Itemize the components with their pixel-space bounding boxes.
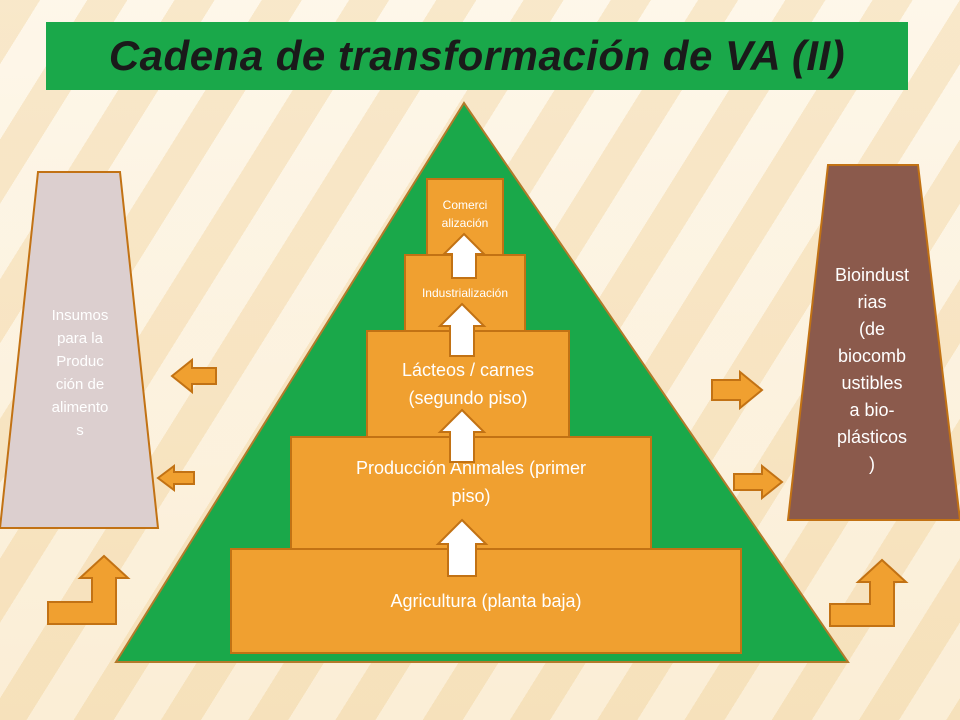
arrow-right-icon bbox=[711, 369, 764, 411]
arrow-up-outline-icon bbox=[437, 408, 487, 463]
label-line: ción de bbox=[55, 376, 105, 393]
arrow-up-outline-icon bbox=[441, 232, 487, 279]
arrow-up-outline-icon bbox=[435, 518, 489, 577]
right-panel-shape bbox=[786, 164, 960, 521]
left-panel-label: Insumos para la Produc ción de alimento … bbox=[30, 304, 130, 442]
label-line: Insumos bbox=[51, 307, 109, 324]
label-line: ustibles bbox=[841, 373, 903, 393]
tier-label: Agricultura (planta baja) bbox=[390, 590, 582, 611]
label-line: biocomb bbox=[837, 346, 907, 366]
tier-label-line: Comerci bbox=[442, 198, 488, 212]
arrow-up-outline-icon bbox=[437, 302, 487, 357]
label-line: ) bbox=[869, 454, 875, 474]
label-line: alimento bbox=[51, 399, 109, 416]
tier-label-line: alización bbox=[441, 216, 489, 230]
label-line: (de bbox=[858, 319, 885, 339]
label-line: a bio- bbox=[849, 400, 895, 420]
tier-label: Industrialización bbox=[421, 286, 509, 300]
tier-label-line: Lácteos / carnes bbox=[401, 360, 535, 380]
left-panel-shape bbox=[0, 171, 160, 529]
label-line: plásticos bbox=[836, 427, 908, 447]
label-line: rias bbox=[857, 292, 887, 312]
tier-label-line: (segundo piso) bbox=[408, 388, 528, 408]
arrow-left-icon bbox=[170, 357, 217, 395]
label-line: s bbox=[76, 422, 84, 439]
arrow-right-icon bbox=[733, 463, 784, 501]
label-line: para la bbox=[57, 330, 103, 347]
label-line: Produc bbox=[56, 353, 104, 370]
bent-arrow-up-icon bbox=[829, 558, 909, 627]
arrow-left-icon bbox=[156, 464, 195, 492]
slide-title: Cadena de transformación de VA (II) bbox=[108, 32, 846, 79]
title-bar: Cadena de transformación de VA (II) bbox=[46, 22, 908, 90]
bent-arrow-up-icon bbox=[47, 554, 131, 625]
tier-label-line: piso) bbox=[451, 486, 491, 506]
tier-label-line: Producción Animales (primer bbox=[355, 458, 587, 478]
right-panel-label: Bioindust rias (de biocomb ustibles a bi… bbox=[810, 262, 934, 478]
label-line: Bioindust bbox=[834, 265, 910, 285]
tier-agricultura: Agricultura (planta baja) bbox=[230, 548, 742, 654]
